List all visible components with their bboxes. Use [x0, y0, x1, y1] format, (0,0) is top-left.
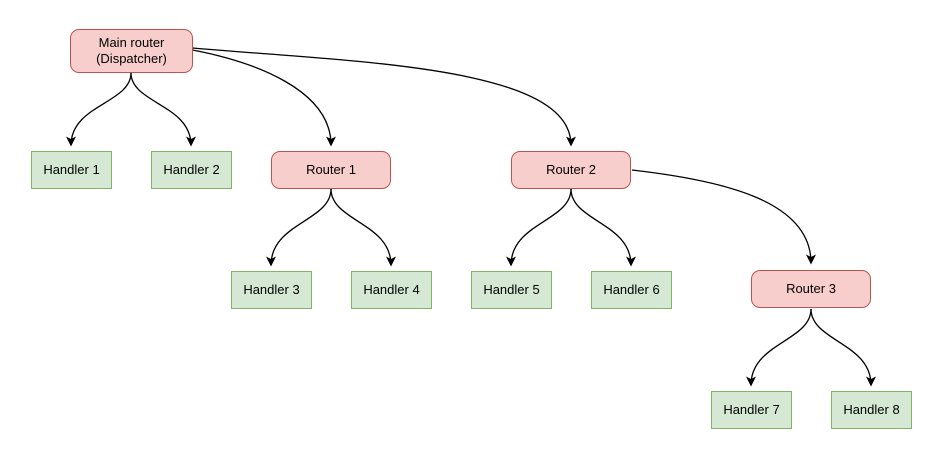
node-handler-2: Handler 2	[151, 151, 232, 189]
edge-router-2-to-router-3	[631, 169, 816, 265]
node-handler-1: Handler 1	[31, 151, 112, 189]
edge-main-router-to-router-2	[192, 47, 576, 147]
main-router-label-line1: Main router	[98, 34, 165, 50]
edge-router-1-to-handler-4	[330, 188, 396, 267]
edge-router-3-to-handler-8	[810, 308, 876, 387]
edge-router-1-to-handler-3	[266, 188, 332, 267]
node-router-1: Router 1	[271, 151, 391, 189]
edge-router-2-to-handler-5	[506, 188, 572, 267]
edge-router-2-to-handler-6	[570, 188, 636, 267]
edge-main-router-to-handler-2	[130, 72, 196, 147]
node-handler-4: Handler 4	[351, 271, 432, 309]
node-handler-5: Handler 5	[471, 271, 552, 309]
node-main-router: Main router (Dispatcher)	[70, 29, 193, 73]
node-handler-3: Handler 3	[231, 271, 312, 309]
main-router-label-line2: (Dispatcher)	[96, 51, 167, 66]
edge-router-3-to-handler-7	[746, 308, 812, 387]
edge-main-router-to-router-1	[192, 49, 336, 147]
node-router-2: Router 2	[511, 151, 631, 189]
node-router-3: Router 3	[751, 270, 871, 308]
node-handler-7: Handler 7	[711, 391, 792, 429]
node-handler-6: Handler 6	[591, 271, 672, 309]
edge-main-router-to-handler-1	[66, 72, 132, 147]
node-handler-8: Handler 8	[831, 391, 912, 429]
